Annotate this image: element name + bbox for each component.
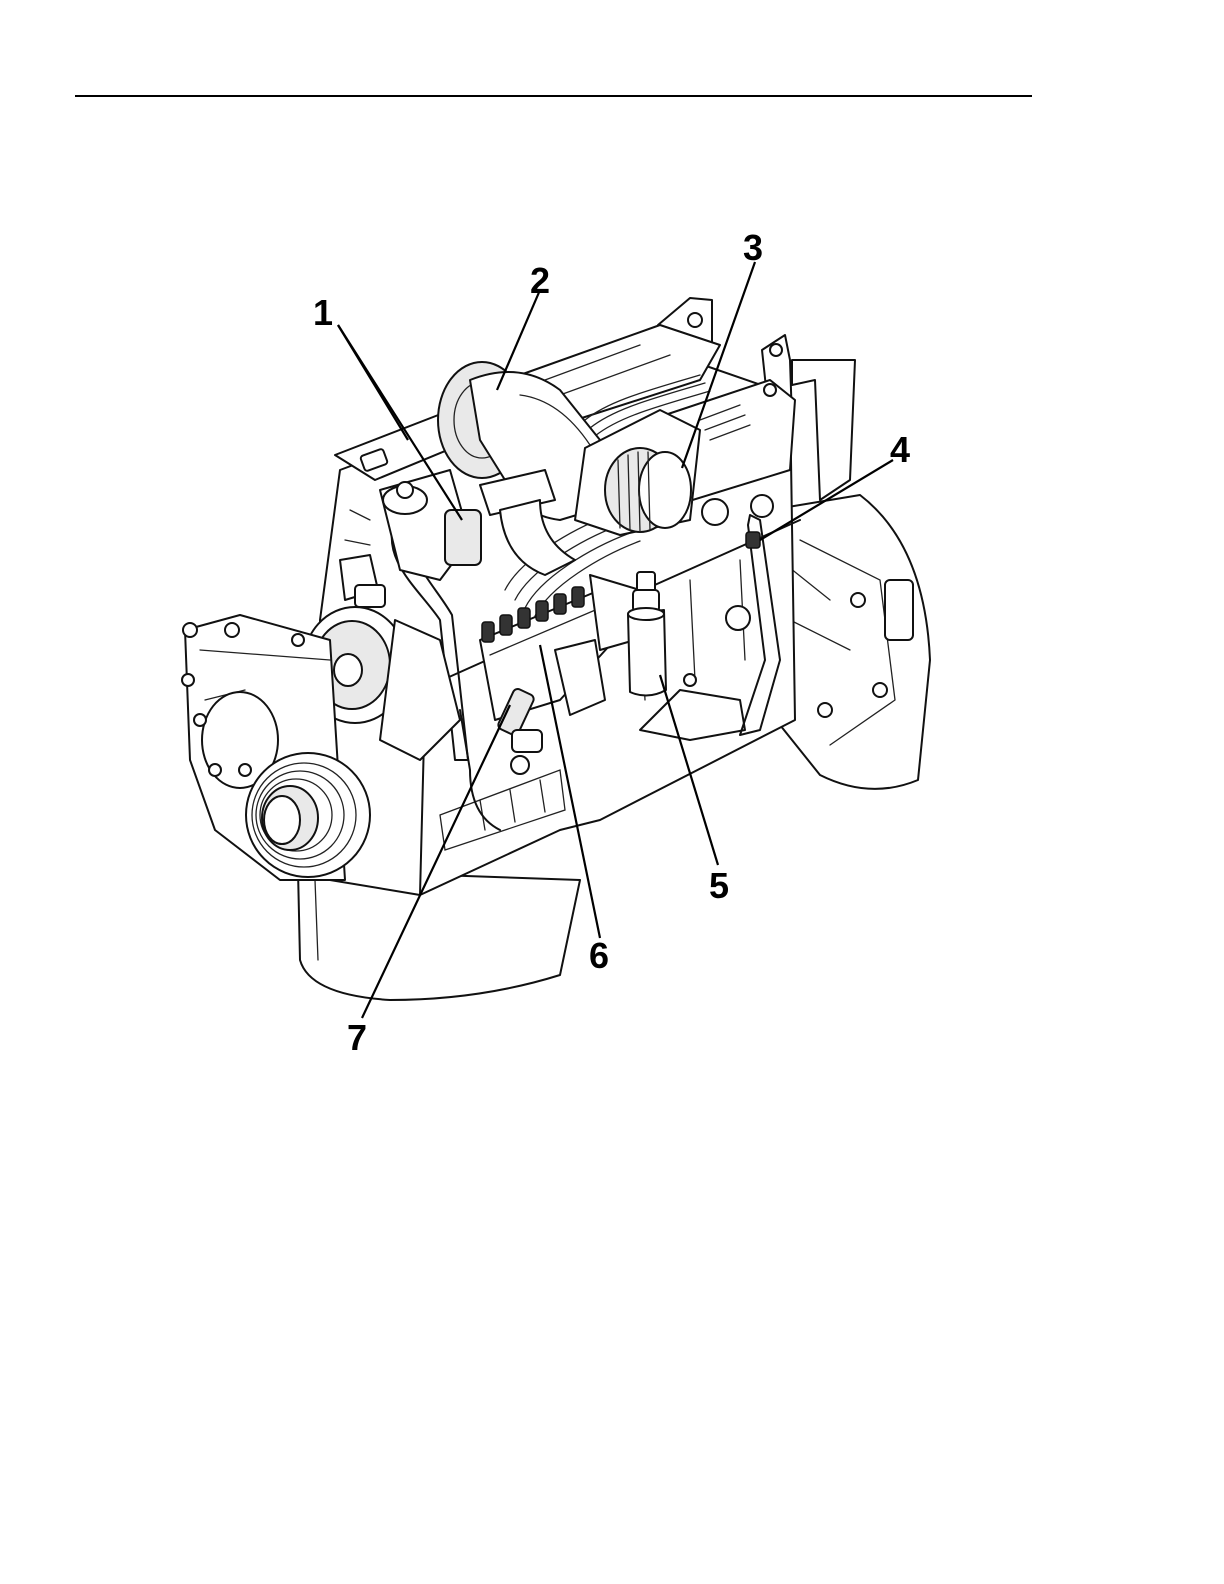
crankshaft-pulley (246, 753, 370, 877)
callout-4: 4 (890, 429, 910, 470)
oil-pan (298, 870, 580, 1000)
oil-pressure-sender (746, 532, 760, 548)
callout-2: 2 (530, 260, 550, 301)
callout-5: 5 (709, 865, 729, 906)
callout-1: 1 (313, 292, 333, 333)
callout-6: 6 (589, 935, 609, 976)
callout-7: 7 (347, 1017, 367, 1058)
callout-3: 3 (743, 227, 763, 268)
